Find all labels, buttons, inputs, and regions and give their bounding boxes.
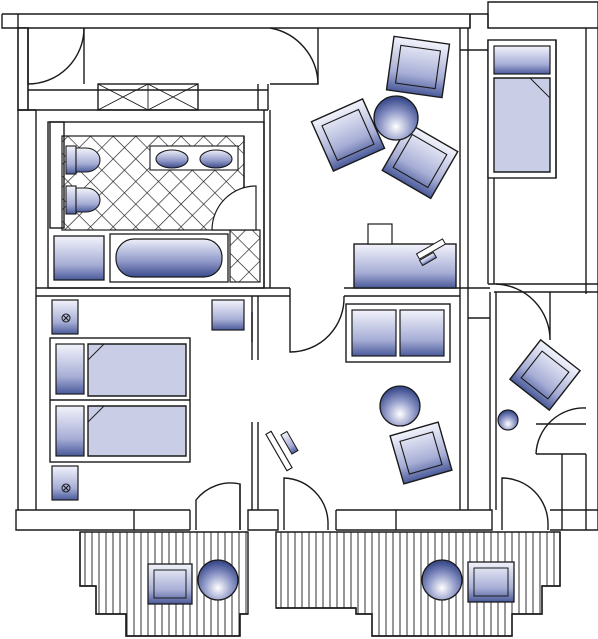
corridor-door-swing[interactable] (269, 27, 319, 85)
side-table (211, 299, 245, 331)
bidet (65, 185, 101, 215)
study-door[interactable] (495, 283, 551, 341)
wash-basin-left (155, 149, 189, 169)
armchair-corridor[interactable] (508, 338, 582, 412)
small-round-table[interactable] (497, 409, 519, 431)
tv-stand (265, 430, 299, 472)
balcony-table-right[interactable] (421, 559, 463, 601)
armchair-right[interactable] (381, 122, 459, 200)
living-room (345, 303, 453, 485)
balcony-door-left-a[interactable] (195, 482, 241, 530)
armchair-left[interactable] (310, 98, 386, 172)
single-bedroom (487, 39, 557, 179)
twin-bed[interactable] (49, 337, 191, 463)
bathroom (47, 121, 265, 289)
twin-bedroom (49, 299, 299, 501)
study (310, 35, 459, 289)
balcony-doors (195, 477, 549, 530)
balcony-chair-left[interactable] (147, 563, 193, 605)
single-bed[interactable] (493, 45, 551, 173)
balcony-chair-right[interactable] (467, 561, 515, 603)
entry-hall (27, 27, 319, 111)
desk[interactable] (353, 243, 457, 289)
armchair-living[interactable] (389, 421, 453, 485)
nightstand-bottom (51, 465, 79, 501)
balcony-right (275, 531, 561, 637)
wash-basin-right (199, 149, 233, 169)
armchair-top[interactable] (385, 35, 451, 99)
balcony-table-left[interactable] (197, 559, 239, 601)
round-table-living[interactable] (379, 385, 421, 427)
entry-door-swing[interactable] (27, 27, 85, 85)
balcony-railings (79, 532, 561, 637)
living-room-door[interactable] (289, 288, 345, 353)
balcony-left (79, 531, 249, 637)
toilet (65, 145, 101, 175)
shower-tray (53, 235, 105, 281)
sofa[interactable] (345, 303, 451, 363)
round-table-study[interactable] (373, 95, 419, 141)
outer-walls (1, 1, 598, 531)
wardrobe (97, 83, 199, 111)
corridor (497, 338, 582, 431)
bathroom-door[interactable] (211, 185, 257, 231)
desk-chair[interactable] (367, 223, 393, 245)
balcony-door-right[interactable] (501, 477, 549, 530)
single-room-door[interactable] (535, 407, 587, 455)
balcony-door-left-b[interactable] (283, 477, 329, 530)
